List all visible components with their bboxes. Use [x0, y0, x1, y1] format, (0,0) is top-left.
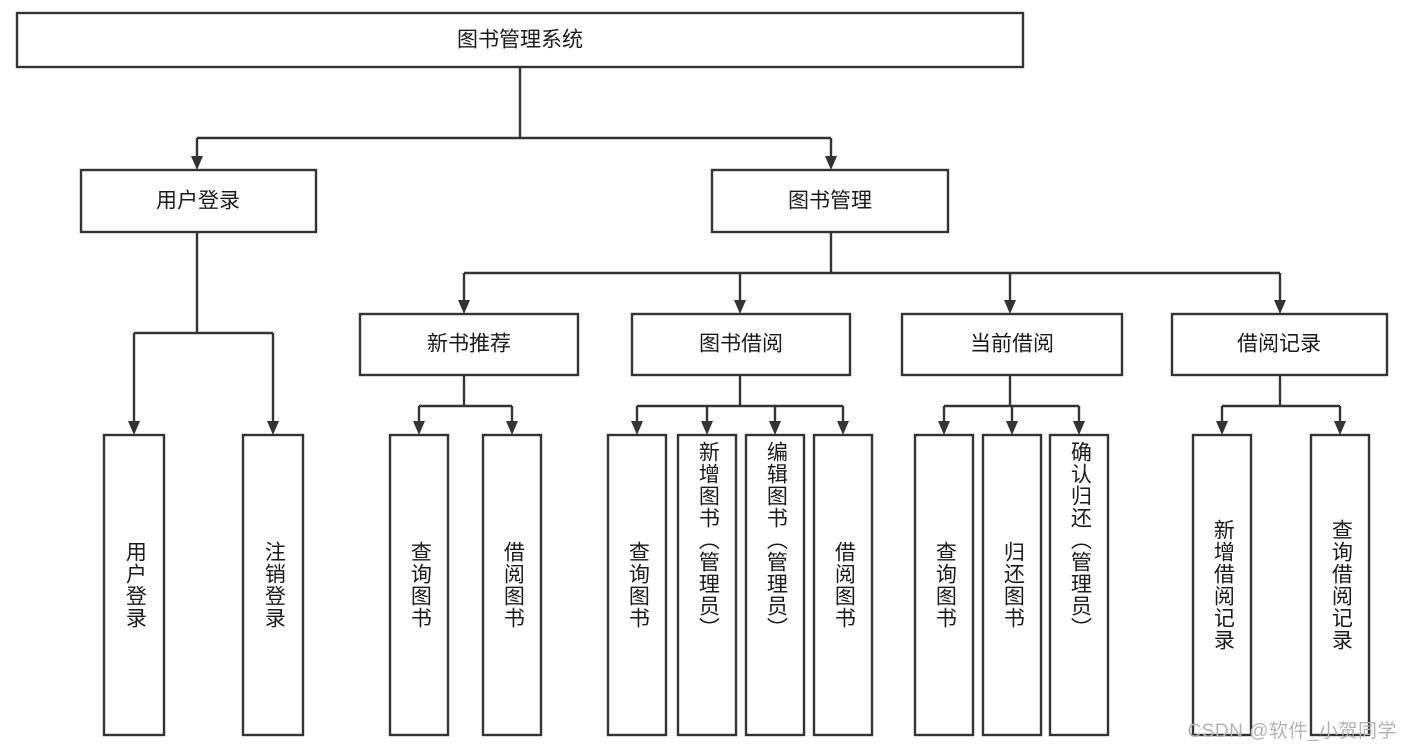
arrowhead-cb-query-book [938, 421, 950, 435]
node-user-login-label: 用户登录 [156, 190, 240, 213]
node-new-book-recommend-label: 新书推荐 [427, 333, 511, 356]
leaf-cb-return-book[interactable] [981, 433, 1043, 737]
node-new-book-recommend[interactable] [358, 312, 580, 377]
arrowhead-leaf-user-login [128, 421, 140, 435]
node-book-borrow[interactable] [630, 312, 852, 377]
leaf-bb-edit-book[interactable] [744, 433, 806, 737]
leaf-bb-borrow-book[interactable] [812, 433, 874, 737]
arrowhead-borrow-record [1274, 300, 1286, 314]
arrowhead-nbr-query-book [413, 421, 425, 435]
arrowhead-bb-add-book [701, 421, 713, 435]
node-borrow-record[interactable] [1170, 312, 1389, 377]
arrowhead-bb-query-book [631, 421, 643, 435]
arrowhead-cb-confirm-return [1073, 421, 1085, 435]
leaf-bb-add-book[interactable] [676, 433, 738, 737]
arrowhead-bb-edit-book [769, 421, 781, 435]
arrowhead-cb-return-book [1006, 421, 1018, 435]
arrowhead-current-borrow [1004, 300, 1016, 314]
leaf-cb-confirm-return[interactable] [1048, 433, 1110, 737]
leaf-cb-query-book[interactable] [913, 433, 975, 737]
node-book-borrow-label: 图书借阅 [699, 333, 783, 356]
leaf-nbr-borrow-book[interactable] [481, 433, 543, 737]
node-root-label: 图书管理系统 [457, 29, 583, 52]
arrowhead-br-query-record [1334, 421, 1346, 435]
leaf-logout[interactable] [241, 433, 305, 737]
node-user-login[interactable] [79, 168, 318, 234]
node-layer: 图书管理系统 用户登录 图书管理 新书推荐 图书借阅 当前借阅 借阅记录 [15, 11, 1389, 737]
arrowhead-br-add-record [1216, 421, 1228, 435]
leaf-br-query-record[interactable] [1309, 433, 1371, 737]
csdn-watermark: CSDN @软件_小贺同学 [1187, 721, 1397, 742]
arrowhead-nbr-borrow-book [506, 421, 518, 435]
arrowhead-new-book-recommend [458, 300, 470, 314]
node-current-borrow[interactable] [900, 312, 1124, 377]
node-borrow-record-label: 借阅记录 [1237, 333, 1321, 356]
leaf-bb-query-book[interactable] [606, 433, 668, 737]
arrowhead-book-manage [825, 156, 837, 170]
node-current-borrow-label: 当前借阅 [970, 333, 1054, 356]
arrowhead-user-login [191, 156, 203, 170]
arrowhead-bb-borrow-book [837, 421, 849, 435]
leaf-br-add-record[interactable] [1191, 433, 1253, 737]
node-root[interactable] [15, 11, 1025, 69]
node-book-manage[interactable] [710, 168, 950, 234]
leaf-nbr-query-book[interactable] [388, 433, 450, 737]
leaf-user-login[interactable] [102, 433, 166, 737]
arrowhead-leaf-logout [267, 421, 279, 435]
node-book-manage-label: 图书管理 [788, 190, 872, 213]
connector-layer [128, 67, 1346, 435]
arrowhead-book-borrow [734, 300, 746, 314]
